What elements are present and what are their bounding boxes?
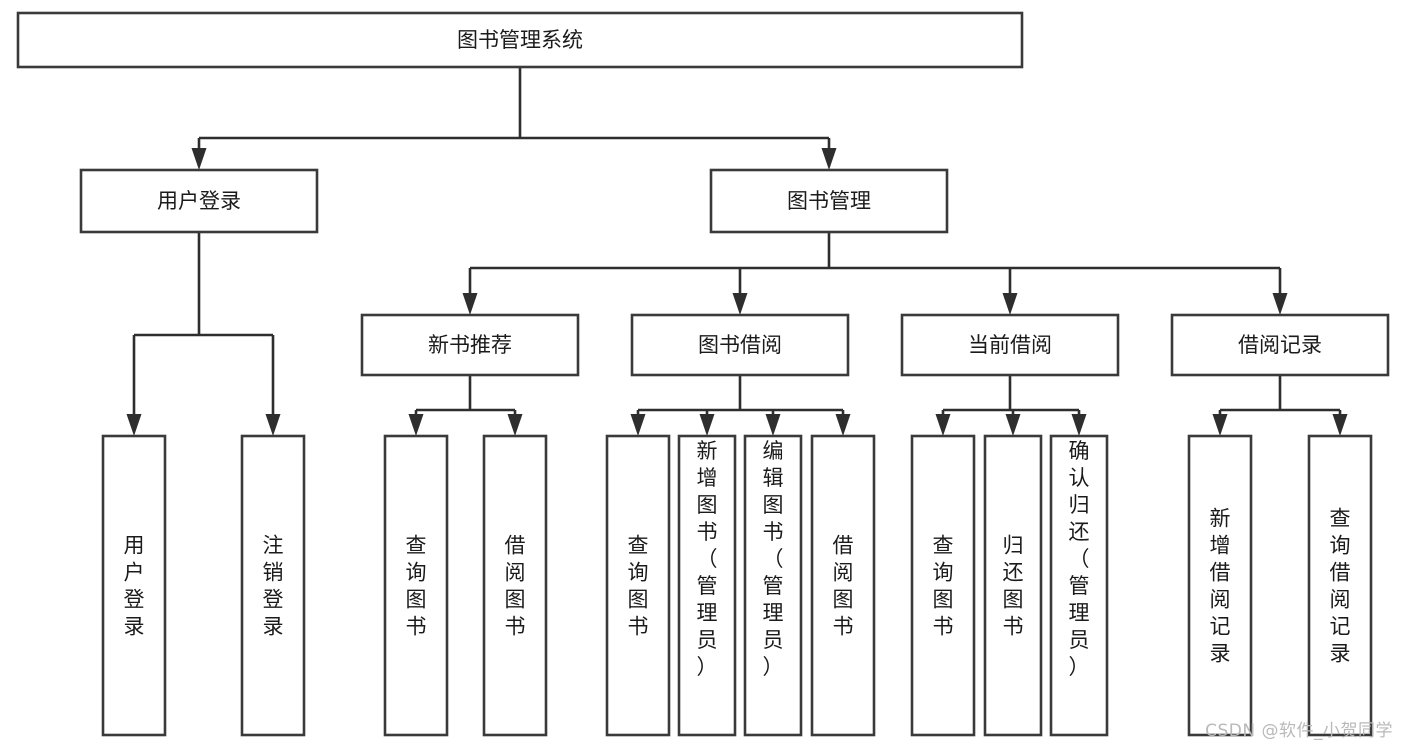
node-label: 查询图书: [933, 534, 954, 639]
arrow-head-icon: [835, 414, 851, 436]
node-box: [1187, 434, 1253, 737]
arrow-head-icon: [699, 414, 715, 436]
arrow-head-icon: [1071, 414, 1087, 436]
node-box: [1307, 434, 1373, 737]
node-label: 查询图书: [628, 534, 649, 639]
arrow-head-icon: [1005, 414, 1021, 436]
node-box: [101, 434, 167, 737]
node-current-borrow[interactable]: 当前借阅: [900, 313, 1120, 377]
node-box: [1170, 313, 1390, 377]
arrow-head-icon: [265, 414, 281, 436]
node-leaf-query-book-1[interactable]: 查询图书: [383, 434, 449, 737]
node-borrow-record[interactable]: 借阅记录: [1170, 313, 1390, 377]
node-leaf-query-book-2[interactable]: 查询图书: [605, 434, 671, 737]
node-box: [630, 313, 850, 377]
node-leaf-borrow-book-1[interactable]: 借阅图书: [482, 434, 548, 737]
arrow-head-icon: [630, 414, 646, 436]
node-leaf-user-logout[interactable]: 注销登录: [240, 434, 306, 737]
arrow-head-icon: [1272, 293, 1288, 315]
node-leaf-user-login[interactable]: 用户登录: [101, 434, 167, 737]
arrow-head-icon: [935, 414, 951, 436]
node-box: [1049, 434, 1109, 737]
node-label: 当前借阅: [968, 333, 1052, 357]
arrow-head-icon: [507, 414, 523, 436]
node-box: [743, 434, 803, 737]
node-label: 注销登录: [263, 534, 284, 639]
node-label: 用户登录: [157, 189, 241, 213]
node-leaf-confirm-return[interactable]: 确认归还（管理员）: [1049, 434, 1109, 737]
node-layer: 图书管理系统用户登录图书管理新书推荐图书借阅当前借阅借阅记录用户登录注销登录查询…: [16, 11, 1390, 737]
node-leaf-add-book[interactable]: 新增图书（管理员）: [677, 434, 737, 737]
node-leaf-edit-book[interactable]: 编辑图书（管理员）: [743, 434, 803, 737]
node-book-borrow[interactable]: 图书借阅: [630, 313, 850, 377]
node-leaf-borrow-book-2[interactable]: 借阅图书: [810, 434, 876, 737]
node-user-login[interactable]: 用户登录: [79, 168, 319, 234]
node-label: 借阅记录: [1238, 333, 1322, 357]
node-box: [605, 434, 671, 737]
node-box: [677, 434, 737, 737]
node-label: 编辑图书（管理员）: [763, 439, 784, 679]
node-label: 查询借阅记录: [1330, 507, 1351, 666]
node-leaf-query-record[interactable]: 查询借阅记录: [1307, 434, 1373, 737]
node-label: 确认归还（管理员）: [1069, 439, 1090, 679]
node-box: [900, 313, 1120, 377]
node-box: [79, 168, 319, 234]
node-leaf-add-record[interactable]: 新增借阅记录: [1187, 434, 1253, 737]
node-label: 新增图书（管理员）: [697, 439, 718, 679]
arrow-head-icon: [462, 293, 478, 315]
arrow-head-icon: [126, 414, 142, 436]
arrow-head-icon: [732, 293, 748, 315]
node-label: 归还图书: [1003, 534, 1024, 639]
node-label: 新书推荐: [428, 333, 512, 357]
node-root[interactable]: 图书管理系统: [16, 11, 1024, 69]
node-box: [240, 434, 306, 737]
node-box: [709, 168, 949, 234]
node-leaf-query-book-3[interactable]: 查询图书: [910, 434, 976, 737]
arrow-head-icon: [821, 148, 837, 170]
node-label: 用户登录: [124, 534, 145, 639]
node-label: 借阅图书: [833, 534, 854, 639]
arrow-head-icon: [1212, 414, 1228, 436]
node-box: [910, 434, 976, 737]
node-book-manage[interactable]: 图书管理: [709, 168, 949, 234]
arrow-head-icon: [1332, 414, 1348, 436]
node-leaf-return-book[interactable]: 归还图书: [983, 434, 1043, 737]
node-box: [983, 434, 1043, 737]
node-box: [383, 434, 449, 737]
node-label: 新增借阅记录: [1210, 507, 1231, 666]
node-label: 图书管理系统: [457, 28, 583, 52]
node-label: 借阅图书: [505, 534, 526, 639]
node-box: [360, 313, 580, 377]
connector-layer: [126, 67, 1348, 436]
node-box: [16, 11, 1024, 69]
node-label: 图书借阅: [698, 333, 782, 357]
node-label: 查询图书: [406, 534, 427, 639]
node-box: [482, 434, 548, 737]
csdn-watermark: CSDN @软件_小贺同学: [1205, 721, 1393, 741]
arrow-head-icon: [765, 414, 781, 436]
arrow-head-icon: [408, 414, 424, 436]
arrow-head-icon: [1002, 293, 1018, 315]
node-label: 图书管理: [787, 189, 871, 213]
node-box: [810, 434, 876, 737]
node-new-book-rec[interactable]: 新书推荐: [360, 313, 580, 377]
arrow-head-icon: [191, 148, 207, 170]
